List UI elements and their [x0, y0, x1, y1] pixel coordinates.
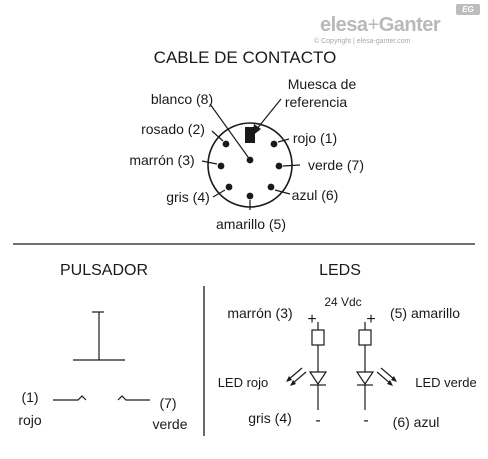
left-resistor	[311, 329, 325, 346]
led-right-label: LED verde	[415, 375, 476, 390]
pulsador-title: PULSADOR	[60, 262, 148, 279]
led-left-label: LED rojo	[218, 375, 269, 390]
notch-arrowhead	[252, 124, 261, 136]
connector	[207, 122, 293, 208]
brand-wordmark: elesa+Ganter	[320, 14, 441, 37]
voltage-label: 24 Vdc	[324, 295, 361, 309]
left-led-triangle	[308, 371, 328, 386]
pushbutton-symbol	[53, 311, 150, 401]
cable-title: CABLE DE CONTACTO	[154, 48, 337, 67]
led-left-top-label: marrón (3)	[227, 305, 292, 321]
leader-azul	[274, 189, 291, 195]
label-verde: verde (7)	[308, 157, 364, 173]
pulsador-left-color: rojo	[18, 412, 42, 428]
pin-3	[217, 162, 225, 170]
label-rojo: rojo (1)	[293, 130, 337, 146]
plus-left: +	[307, 311, 316, 328]
led-circuits	[287, 322, 396, 410]
light-arrowheads	[286, 376, 397, 386]
left-arrowhead-2	[286, 376, 292, 382]
pulsador-left-num: (1)	[21, 389, 38, 405]
right-resistor	[358, 329, 372, 346]
led-left-bottom-label: gris (4)	[248, 410, 292, 426]
pin-7	[275, 162, 283, 170]
brand-logo: EG elesa+Ganter © Copyright | elesa-gant…	[314, 4, 484, 45]
brand-left: elesa	[320, 14, 368, 36]
right-contact	[117, 395, 150, 401]
label-azul: azul (6)	[292, 187, 339, 203]
reference-notch	[245, 127, 255, 143]
notch-label-line2: referencia	[285, 94, 347, 110]
pin-1	[270, 140, 278, 148]
left-arrowhead-1	[290, 380, 296, 386]
label-blanco: blanco (8)	[151, 91, 213, 107]
leader-rojo	[277, 138, 290, 143]
minus-right: -	[363, 412, 368, 429]
label-rosado: rosado (2)	[141, 121, 205, 137]
led-right-top-label: (5) amarillo	[390, 305, 460, 321]
plus-right: +	[366, 311, 375, 328]
pin-6	[267, 183, 275, 191]
brand-right: Ganter	[378, 14, 441, 36]
pin-5	[246, 192, 254, 200]
leader-notch	[255, 98, 282, 131]
notch-label-line1: Muesca de	[288, 76, 357, 92]
left-contact	[53, 395, 87, 401]
leader-gris	[212, 189, 226, 198]
right-led-triangle	[355, 371, 375, 386]
label-amarillo: amarillo (5)	[216, 216, 286, 232]
minus-left: -	[315, 412, 320, 429]
leader-marron	[201, 160, 218, 165]
right-arrowhead-2	[391, 376, 397, 382]
leader-rosado	[211, 130, 224, 142]
right-arrowhead-1	[387, 380, 393, 386]
pin-4	[225, 183, 233, 191]
copyright-text: © Copyright | elesa-ganter.com	[314, 38, 411, 45]
led-right-bottom-label: (6) azul	[393, 414, 440, 430]
brand-badge: EG	[456, 4, 480, 15]
pulsador-right-color: verde	[152, 416, 187, 432]
leds-title: LEDS	[319, 262, 361, 279]
leader-blanco	[209, 103, 249, 158]
label-marron: marrón (3)	[129, 152, 194, 168]
pin-leaders	[201, 98, 301, 210]
label-gris: gris (4)	[166, 189, 210, 205]
pin-8	[246, 156, 254, 164]
leader-verde	[282, 164, 301, 167]
brand-plus: +	[367, 14, 380, 36]
pulsador-right-num: (7)	[159, 395, 176, 411]
pin-2	[222, 140, 230, 148]
